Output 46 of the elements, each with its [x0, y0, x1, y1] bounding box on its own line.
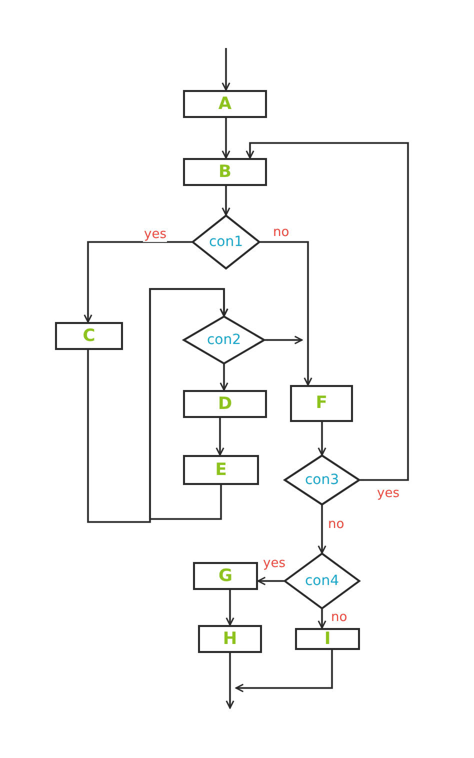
- step-text: G: [218, 568, 232, 584]
- arrow: [265, 336, 303, 344]
- arrow: [222, 118, 230, 159]
- step-text: C: [82, 328, 96, 344]
- decision-diamond: [192, 215, 260, 269]
- arrow: [318, 422, 326, 456]
- arrow: [246, 142, 409, 481]
- process-box: [183, 158, 267, 186]
- arrow: [222, 186, 230, 216]
- arrow: [220, 364, 228, 391]
- decision-diamond: [284, 455, 360, 505]
- decision-diamond: [183, 316, 265, 364]
- process-box: [295, 628, 360, 650]
- step-text: D: [218, 396, 232, 412]
- edge-label: yes: [262, 557, 286, 572]
- step-text: F: [316, 395, 328, 412]
- step-text: I: [324, 630, 331, 648]
- arrow: [226, 590, 234, 626]
- process-box: [55, 322, 123, 350]
- condition-text: con3: [304, 473, 340, 487]
- condition-text: con2: [206, 333, 242, 347]
- arrow: [235, 650, 333, 692]
- process-box: [193, 562, 258, 590]
- edge-label: yes: [143, 228, 168, 242]
- step-text: E: [215, 462, 227, 478]
- arrow: [318, 505, 326, 554]
- step-text: H: [222, 630, 238, 648]
- arrow: [257, 576, 284, 586]
- arrow: [260, 241, 312, 386]
- process-box: [198, 625, 262, 653]
- condition-text: con4: [304, 574, 340, 588]
- step-text: B: [218, 164, 232, 180]
- decision-diamond: [284, 553, 360, 609]
- arrow: [216, 418, 224, 456]
- arrow: [222, 48, 230, 91]
- process-box: [183, 455, 259, 485]
- arrow: [318, 609, 326, 629]
- arrow: [226, 653, 234, 709]
- edge-label: yes: [376, 487, 400, 502]
- condition-text: con1: [208, 235, 244, 249]
- step-text: A: [218, 96, 232, 112]
- arrow: [149, 288, 228, 520]
- process-box: [183, 90, 267, 118]
- process-box: [183, 390, 267, 418]
- arrow: [84, 241, 192, 323]
- process-box: [290, 385, 353, 422]
